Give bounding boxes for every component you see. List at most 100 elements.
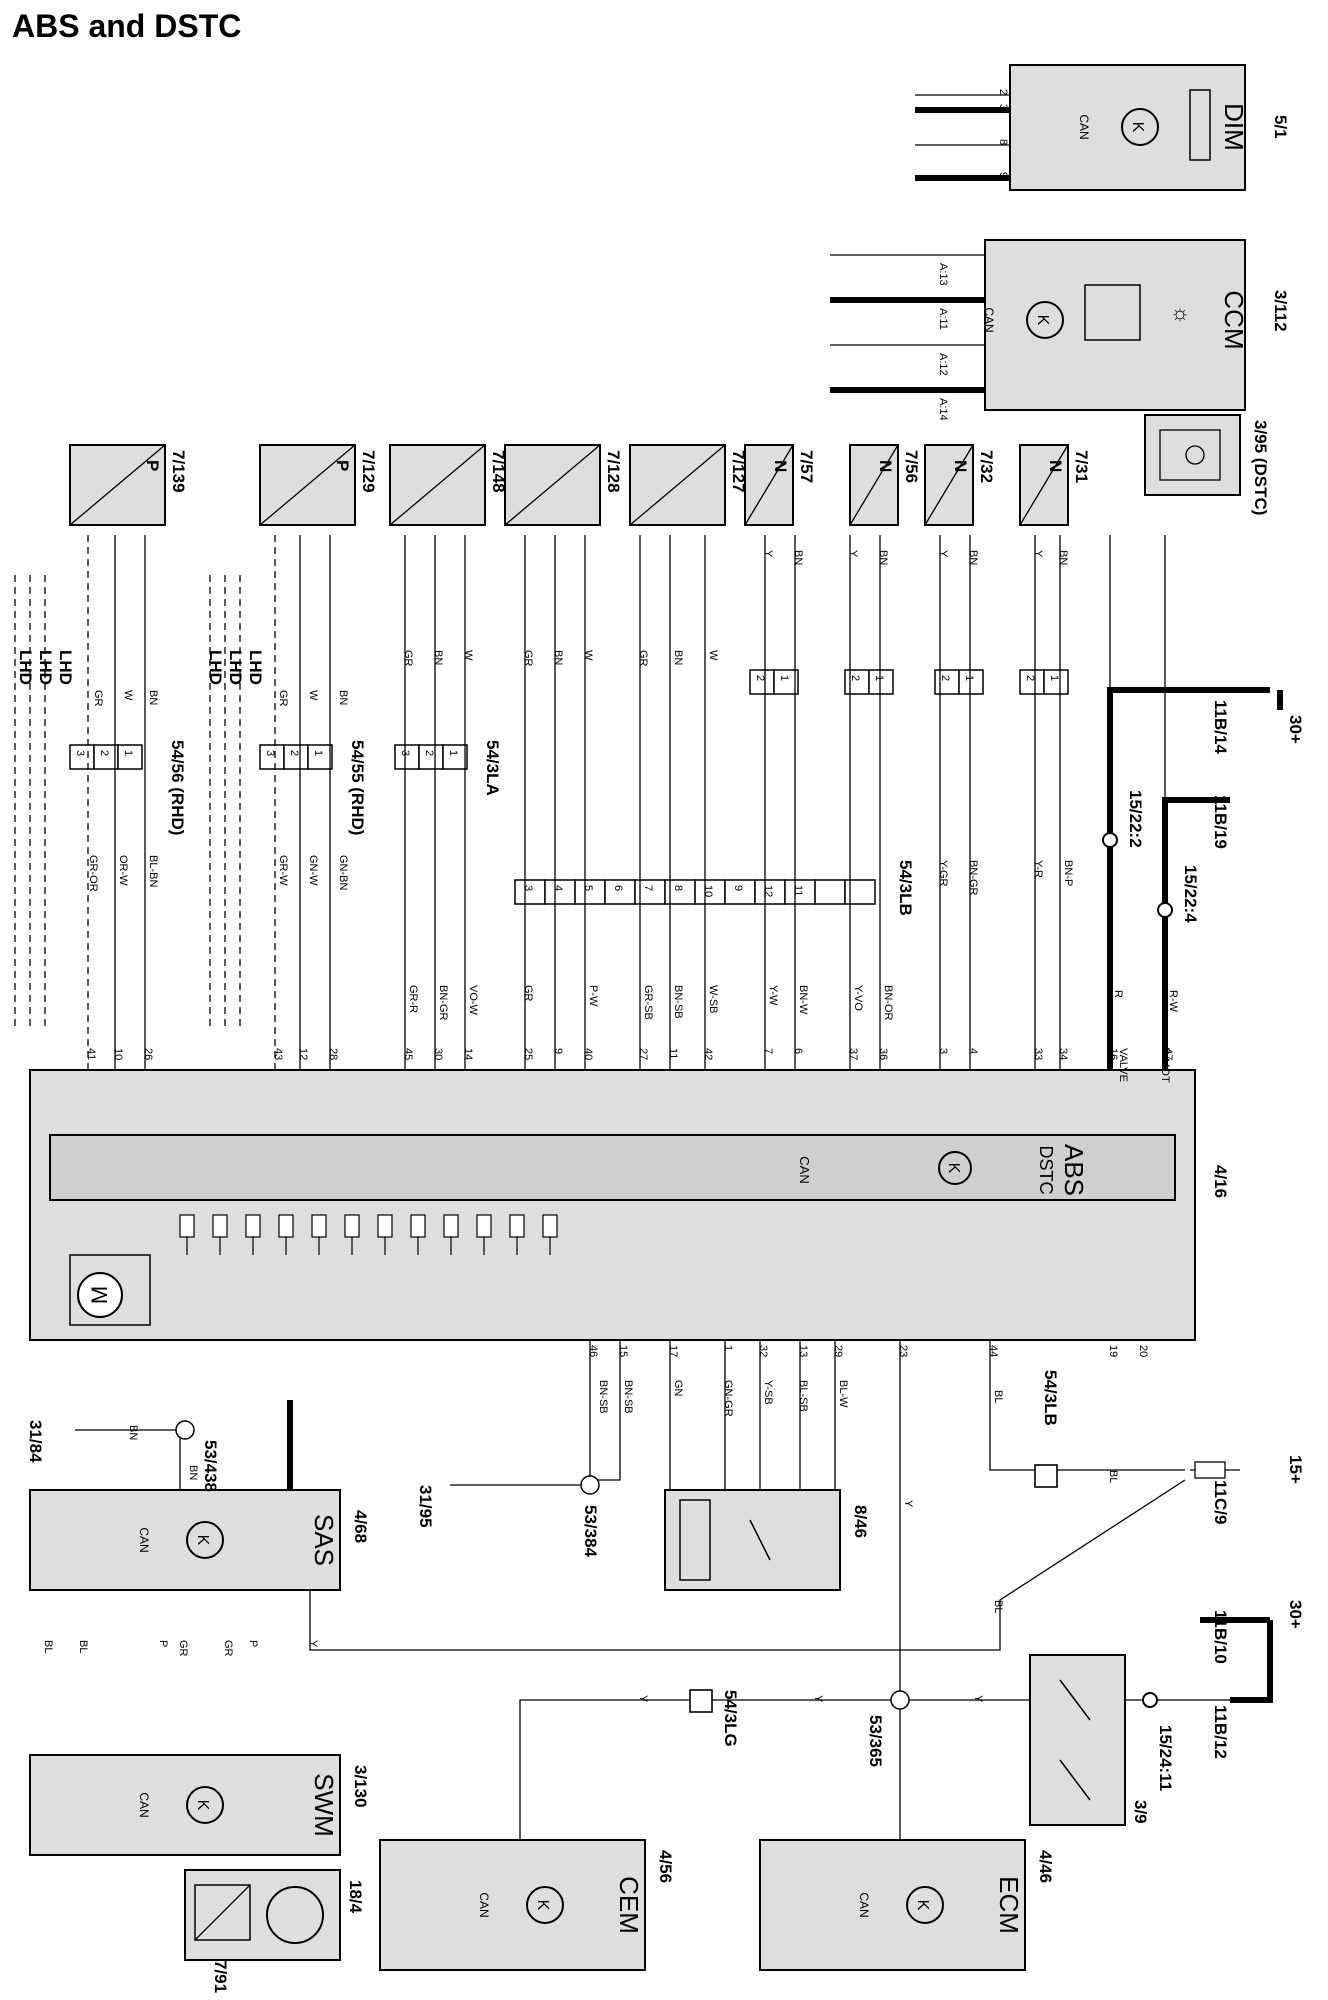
sensor-letter: P — [143, 460, 162, 471]
cem-module — [379, 1839, 646, 1971]
dim-ref: 5/1 — [1271, 115, 1290, 139]
valve-icon — [311, 1214, 327, 1238]
swm-module — [29, 1754, 341, 1856]
dim-module: DIM K CAN 5/1 — [1009, 64, 1290, 191]
valve-icon — [410, 1214, 426, 1238]
wire-color-label: P — [157, 1640, 169, 1647]
ccm-k-icon — [1026, 301, 1064, 339]
splice-53-365 — [890, 1690, 910, 1710]
wire-color-label: W — [462, 650, 474, 661]
horn-icon — [266, 1886, 324, 1944]
swm-can: CAN — [137, 1792, 151, 1817]
ccm-heater-icon — [1084, 284, 1141, 341]
connector-pin: 6 — [612, 885, 624, 891]
supply-30-b: 30+ — [1286, 1600, 1305, 1629]
wire-color-label: BL — [42, 1640, 54, 1653]
splice-53-365-label: 53/365 — [866, 1715, 885, 1767]
switch-8-46 — [664, 1489, 841, 1591]
sensor-diagonal — [1019, 444, 1069, 526]
sas-can: CAN — [137, 1527, 151, 1552]
wire-color-label: GR — [222, 1640, 234, 1657]
sensor-ref: 7/127 — [729, 450, 748, 493]
connector-cell — [394, 744, 420, 770]
connector-pin: 1 — [963, 675, 975, 681]
splice-53-438-label: 53/438 — [201, 1440, 220, 1492]
wire-color-label: BN — [792, 550, 804, 565]
abs-pin-label-bottom: 15 — [617, 1345, 629, 1357]
sensor-diagonal — [744, 444, 794, 526]
abs-pin-label: 30 — [432, 1048, 444, 1060]
conn-54-3lb-label: 54/3LB — [896, 860, 915, 916]
wire-color-label: GR — [522, 650, 534, 667]
abs-pin-label: 27 — [637, 1048, 649, 1060]
valve-icon — [179, 1214, 195, 1238]
wire-color-label: BN — [337, 690, 349, 705]
svg-text:CAN: CAN — [797, 1156, 812, 1183]
connector-pin: 3 — [522, 885, 534, 891]
wire-color-label: Y — [902, 1500, 914, 1508]
cem-ref: 4/56 — [656, 1850, 675, 1883]
abs-label: ABS — [1059, 1144, 1089, 1196]
connector-pin: 1 — [312, 750, 324, 756]
supply-15: 15+ — [1286, 1455, 1305, 1484]
swm-k-icon — [186, 1786, 224, 1824]
connector-cell — [844, 669, 870, 695]
switch-3-9 — [1029, 1654, 1126, 1826]
wire-color-label: W — [582, 650, 594, 661]
conn-54-56-label: 54/56 (RHD) — [168, 740, 187, 835]
dim-pin: 3 — [997, 104, 1009, 110]
dstc-label: DSTC — [1036, 1146, 1056, 1195]
wire-color-label: GN-BN — [337, 855, 349, 891]
wire-color-label: BN — [127, 1425, 139, 1440]
svg-text:K: K — [534, 1900, 551, 1911]
connector-pin: 2 — [288, 750, 300, 756]
swm-ref: 3/130 — [351, 1765, 370, 1808]
sensor-letter: N — [951, 460, 970, 472]
wire-color-label: GR-R — [407, 985, 419, 1013]
abs-pin-label: 11 — [667, 1048, 679, 1059]
wire-color-label: BN — [552, 650, 564, 665]
wire-color-label: GN-GR — [722, 1380, 734, 1417]
splice-53-438 — [175, 1420, 195, 1440]
connector-cell — [694, 879, 726, 905]
module-18-4 — [184, 1869, 341, 1961]
connector-pin: 2 — [1024, 675, 1036, 681]
splice-53-384 — [580, 1475, 600, 1495]
sas-ref: 4/68 — [351, 1510, 370, 1543]
connector-pin: 7 — [642, 885, 654, 891]
sensor-ref: 7/56 — [902, 450, 921, 483]
abs-pin-label-bottom: 19 — [1107, 1345, 1119, 1357]
ecm-ref: 4/46 — [1036, 1850, 1055, 1883]
page-title: ABS and DSTC — [12, 8, 242, 44]
ecm-module — [759, 1839, 1026, 1971]
splice-15-22-4-label: 15/22:4 — [1181, 865, 1200, 923]
dim-name: DIM — [1219, 103, 1249, 151]
ccm-sun-icon: ☼ — [1170, 300, 1190, 325]
ccm-wires: A:13A:11A:12A:14 — [830, 254, 985, 421]
connector-cell — [749, 669, 775, 695]
swm-name: SWM — [309, 1773, 339, 1837]
abs-pin-label: 25 — [522, 1048, 534, 1060]
connector-pin: 2 — [754, 675, 766, 681]
wire-color-label: Y-SB — [762, 1380, 774, 1405]
connector-pin: 5 — [582, 885, 594, 891]
connector-pin: 3 — [74, 750, 86, 756]
conn-54-3lb-13 — [1034, 1464, 1058, 1488]
connector-pin: 9 — [732, 885, 744, 891]
sensor-ref: 7/32 — [977, 450, 996, 483]
valve-icon — [344, 1214, 360, 1238]
sensor-diagonal — [389, 444, 486, 526]
pump-motor-symbol: M — [69, 1254, 151, 1326]
abs-ref: 4/16 — [1211, 1165, 1230, 1198]
connector-cell — [724, 879, 756, 905]
lower-wiring: SAS K CAN 4/68 SWM K CAN 3/130 18/4 7/91… — [26, 1340, 1305, 1993]
sensor-7-32: N 7/32 — [924, 444, 996, 526]
